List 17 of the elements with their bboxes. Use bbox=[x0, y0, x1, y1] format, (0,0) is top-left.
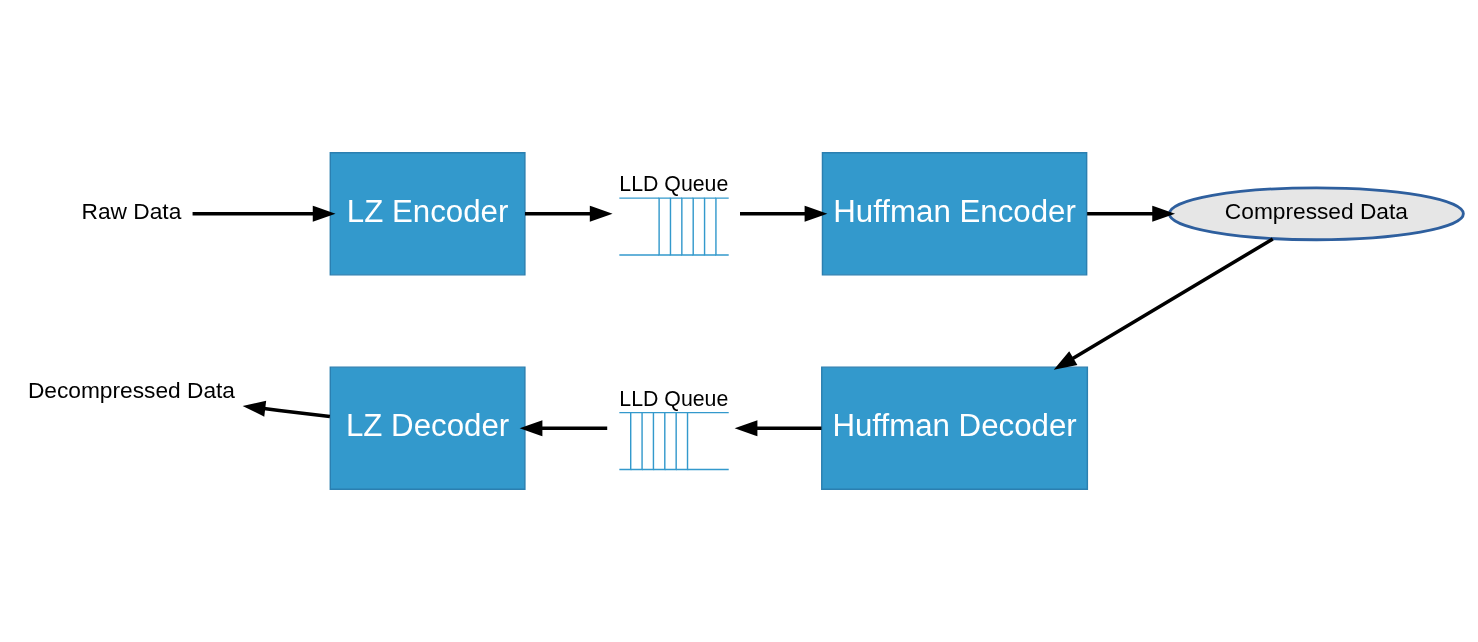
node-text: LLD Queue bbox=[619, 386, 729, 411]
node-box: Huffman Encoder bbox=[821, 151, 1088, 276]
arrow bbox=[242, 400, 331, 419]
node-box: LZ Decoder bbox=[329, 366, 526, 491]
node-text: Decompressed Data bbox=[27, 377, 235, 404]
node-box: LZ Encoder bbox=[329, 151, 526, 276]
node-ellipse: Compressed Data bbox=[1168, 186, 1465, 242]
arrow bbox=[525, 205, 613, 222]
node-text: Raw Data bbox=[81, 198, 182, 225]
node-box: Huffman Decoder bbox=[821, 366, 1089, 491]
arrow bbox=[734, 420, 822, 437]
arrow bbox=[740, 205, 828, 222]
node-text: LLD Queue bbox=[619, 172, 729, 197]
arrow bbox=[519, 420, 608, 437]
arrow bbox=[1053, 237, 1274, 370]
arrow bbox=[192, 205, 336, 222]
arrow bbox=[1087, 205, 1176, 222]
